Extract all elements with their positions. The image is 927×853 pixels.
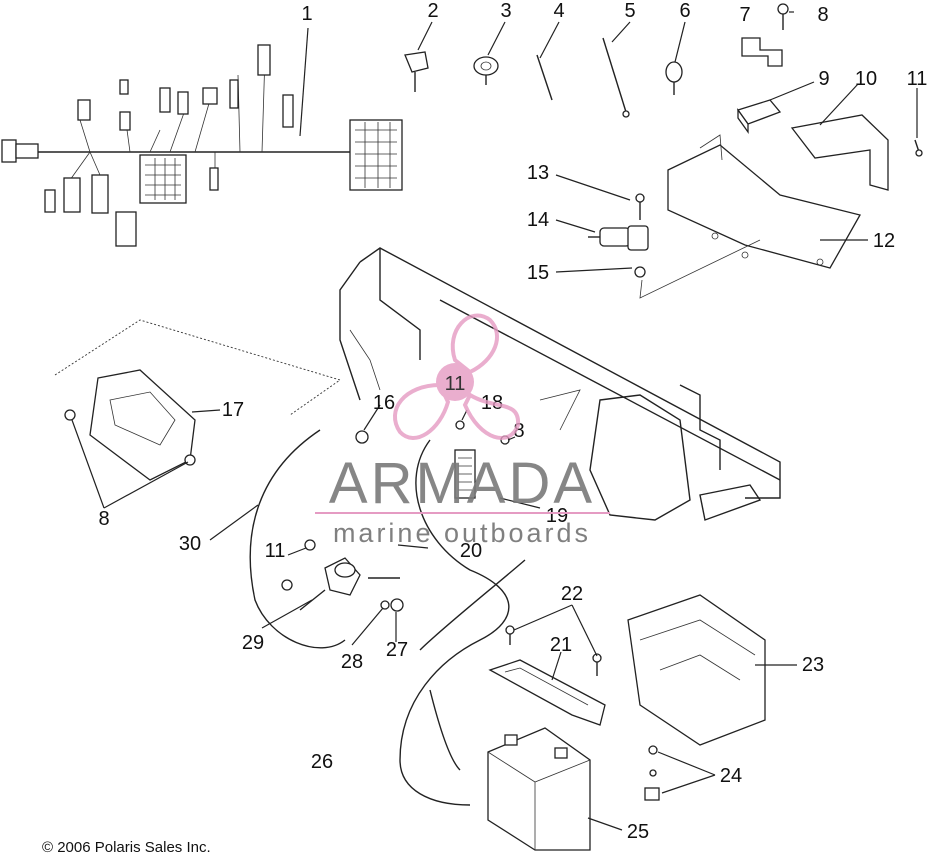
part-23-battery-box xyxy=(627,594,766,746)
callout-17: 17 xyxy=(222,399,244,421)
leader-lines xyxy=(71,11,918,831)
callout-16: 16 xyxy=(373,392,395,414)
callout-20: 20 xyxy=(460,540,482,562)
part-2-connector xyxy=(404,51,429,92)
part-10-cover xyxy=(790,114,889,191)
part-9-relay xyxy=(736,99,782,135)
cables xyxy=(249,429,526,806)
watermark-badge xyxy=(436,363,474,401)
callout-21: 21 xyxy=(550,634,572,656)
part-13-bolt xyxy=(635,193,645,220)
callout-13: 13 xyxy=(527,162,549,184)
callout-8-mid: 8 xyxy=(513,420,524,442)
callout-8-left: 8 xyxy=(98,508,109,530)
callout-8-top: 8 xyxy=(817,4,828,26)
callout-29: 29 xyxy=(242,632,264,654)
callout-14: 14 xyxy=(527,209,549,231)
callout-10: 10 xyxy=(855,68,877,90)
frame xyxy=(339,247,781,521)
callout-23: 23 xyxy=(802,654,824,676)
callout-26: 26 xyxy=(311,751,333,773)
callout-2: 2 xyxy=(427,0,438,22)
callout-5: 5 xyxy=(624,0,635,22)
callout-30: 30 xyxy=(179,533,201,555)
callout-4: 4 xyxy=(553,0,564,22)
part-7-bracket xyxy=(741,37,783,67)
part-5-rod xyxy=(602,37,630,118)
watermark-tagline: marine outboards xyxy=(333,518,591,548)
callout-24: 24 xyxy=(720,765,742,787)
watermark: 11 ARMADA marine outboards xyxy=(315,313,610,548)
part-6-clip xyxy=(665,61,683,95)
callout-1: 1 xyxy=(301,3,312,25)
part-4-rod xyxy=(536,54,553,101)
callout-12: 12 xyxy=(873,230,895,252)
watermark-badge-number: 11 xyxy=(445,373,466,395)
part-17-tray xyxy=(54,319,342,481)
callout-11-top: 11 xyxy=(907,68,927,90)
callout-19: 19 xyxy=(546,505,568,527)
part-25-battery xyxy=(487,727,591,851)
callout-28: 28 xyxy=(341,651,363,673)
part-11-screw xyxy=(914,139,923,157)
part-8-bolt xyxy=(777,3,789,30)
callout-9: 9 xyxy=(818,68,829,90)
part-21-hold-down xyxy=(488,659,606,726)
callout-11-mid: 11 xyxy=(265,540,286,562)
wiring-harness xyxy=(1,44,403,247)
part-14-solenoid xyxy=(588,225,649,251)
part-24-hardware xyxy=(644,745,660,801)
watermark-brand: ARMADA xyxy=(329,451,595,516)
callout-3: 3 xyxy=(500,0,511,22)
callout-7: 7 xyxy=(739,4,750,26)
callout-22: 22 xyxy=(561,583,583,605)
armada-logo xyxy=(393,313,521,440)
part-3-grommet xyxy=(473,56,499,85)
callout-27: 27 xyxy=(386,639,408,661)
small-hardware xyxy=(281,420,510,612)
callout-25: 25 xyxy=(627,821,649,843)
part-15-nut xyxy=(634,239,761,299)
copyright-notice: © 2006 Polaris Sales Inc. xyxy=(42,839,211,853)
callout-15: 15 xyxy=(527,262,549,284)
callout-6: 6 xyxy=(679,0,690,22)
part-29-switch xyxy=(299,557,361,611)
part-12-mount-plate xyxy=(667,134,861,269)
part-22-bolts xyxy=(505,625,602,676)
callout-labels: 1 2 3 4 5 6 7 8 9 10 11 12 13 14 15 16 1… xyxy=(98,0,927,843)
